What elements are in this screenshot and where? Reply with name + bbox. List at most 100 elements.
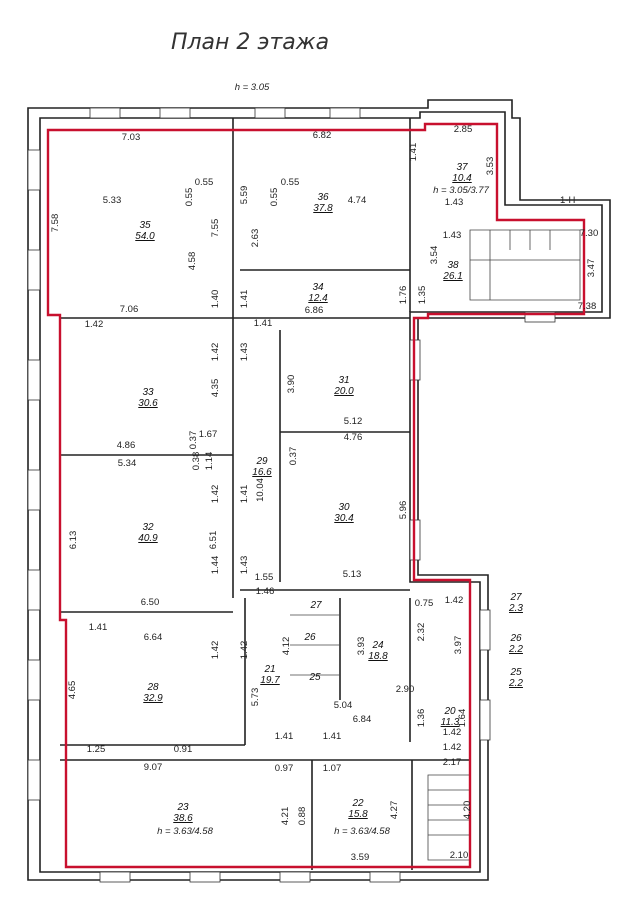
room-28-area: 32.9 (143, 693, 163, 704)
dimension-label: 4.20 (462, 801, 473, 820)
dimension-label: 6.13 (68, 531, 79, 550)
dimension-label: 7.58 (50, 214, 61, 233)
dimension-label: 5.12 (344, 416, 363, 427)
dimension-label: 1.42 (210, 485, 221, 504)
dimension-label: 5.04 (334, 700, 353, 711)
dimension-label: 3.59 (351, 852, 370, 863)
dimension-label: 1.44 (210, 556, 221, 575)
plan-title: План 2 этажа (171, 30, 329, 55)
dimension-label: 6.50 (141, 597, 160, 608)
axis-label: 1-Н (560, 195, 575, 206)
dimension-label: 10.04 (255, 478, 266, 502)
dimension-label: 1.41 (254, 318, 273, 329)
dimension-label: 5.13 (343, 569, 362, 580)
room-36-number: 36 (317, 192, 329, 203)
dimension-label: 4.74 (348, 195, 367, 206)
dimension-label: 0.97 (275, 763, 294, 774)
room-32-number: 32 (142, 522, 154, 533)
dimension-label: 1.42 (239, 641, 250, 660)
dimension-label: 2.10 (450, 850, 469, 861)
room-23-height: h = 3.63/4.58 (157, 826, 213, 837)
side-legend-26-area: 2.2 (508, 644, 523, 655)
room-20-area: 11.3 (441, 717, 460, 728)
room-23-number: 23 (176, 802, 189, 813)
dimension-label: 3.93 (356, 637, 367, 656)
dimension-label: 1.43 (443, 230, 462, 241)
dimension-label: 7.03 (122, 132, 141, 143)
dimension-label: 0.55 (269, 188, 280, 207)
dimension-label: 5.73 (250, 688, 261, 707)
dimension-label: 1.07 (323, 763, 342, 774)
dimension-label: 0.88 (297, 807, 308, 826)
dimension-label: 0.55 (184, 188, 195, 207)
windows (27, 107, 556, 883)
room-32-area: 40.9 (138, 533, 158, 544)
dimension-label: 5.34 (118, 458, 137, 469)
dimension-label: 5.96 (398, 501, 409, 520)
dimension-label: 6.64 (144, 632, 163, 643)
dimension-label: 2.90 (396, 684, 415, 695)
room-22-height: h = 3.63/4.58 (334, 826, 390, 837)
room-34-area: 12.4 (308, 293, 328, 304)
dimension-label: 0.55 (281, 177, 300, 188)
dimension-label: 1.43 (239, 343, 250, 362)
dimension-label: 0.37 (288, 447, 299, 466)
room-29-number: 29 (255, 456, 268, 467)
dimension-label: 2.85 (454, 124, 473, 135)
dimension-label: 0.38 (191, 452, 202, 471)
dimension-label: 3.47 (586, 259, 597, 278)
dimension-label: 1.36 (416, 709, 427, 728)
dimension-label: 4.76 (344, 432, 363, 443)
dimension-label: 4.65 (67, 681, 78, 700)
dimension-label: 1.42 (443, 742, 462, 753)
room-31-area: 20.0 (333, 386, 354, 397)
dimension-label: 9.07 (144, 762, 163, 773)
ceiling-height-label: h = 3.05 (235, 82, 270, 93)
room-37-area: 10.4 (452, 173, 472, 184)
room-38-area: 26.1 (442, 271, 462, 282)
dimension-label: 0.75 (415, 598, 434, 609)
dimension-label: 4.27 (389, 801, 400, 820)
dimension-label: 6.82 (313, 130, 332, 141)
unit-outline (46, 122, 586, 869)
dimension-label: 1.43 (445, 197, 464, 208)
dimension-label: 2.63 (250, 229, 261, 248)
dimension-label: 6.86 (305, 305, 324, 316)
dimension-label: 3.53 (485, 157, 496, 176)
dimension-label: 4.12 (281, 637, 292, 656)
room-28-number: 28 (146, 682, 159, 693)
dimension-label: 1.76 (398, 286, 409, 305)
room-33-number: 33 (142, 387, 154, 398)
room-29-area: 16.6 (252, 467, 272, 478)
dimension-label: 1.14 (204, 452, 215, 471)
dimension-label: 1.43 (239, 556, 250, 575)
dimension-label: 1.42 (85, 319, 104, 330)
dimension-label: 7.55 (210, 219, 221, 238)
dimension-label: 5.59 (239, 186, 250, 205)
room-24-area: 18.8 (368, 651, 388, 662)
dimension-label: 7.30 (580, 228, 599, 239)
dimension-label: 1.41 (275, 731, 294, 742)
room-37-height: h = 3.05/3.77 (433, 185, 489, 196)
dimension-label: 1.41 (239, 485, 250, 504)
dimension-label: 2.32 (416, 623, 427, 642)
room-38-number: 38 (447, 260, 459, 271)
room-21-area: 19.7 (260, 675, 280, 686)
dimension-label: 6.51 (208, 531, 219, 550)
dimension-label: 1.64 (457, 709, 468, 728)
room-27-number: 27 (309, 600, 322, 611)
room-37-number: 37 (456, 162, 468, 173)
room-33-area: 30.6 (138, 398, 158, 409)
room-35-number: 35 (139, 220, 151, 231)
room-26-number: 26 (303, 632, 316, 643)
dimension-label: 1.42 (210, 641, 221, 660)
dimension-label: 1.35 (417, 286, 428, 305)
dimension-label: 1.41 (239, 290, 250, 309)
side-legend-25-number: 25 (509, 667, 522, 678)
side-legend-26-number: 26 (509, 633, 522, 644)
dimension-label: 1.41 (89, 622, 108, 633)
dimension-label: 1.55 (255, 572, 274, 583)
